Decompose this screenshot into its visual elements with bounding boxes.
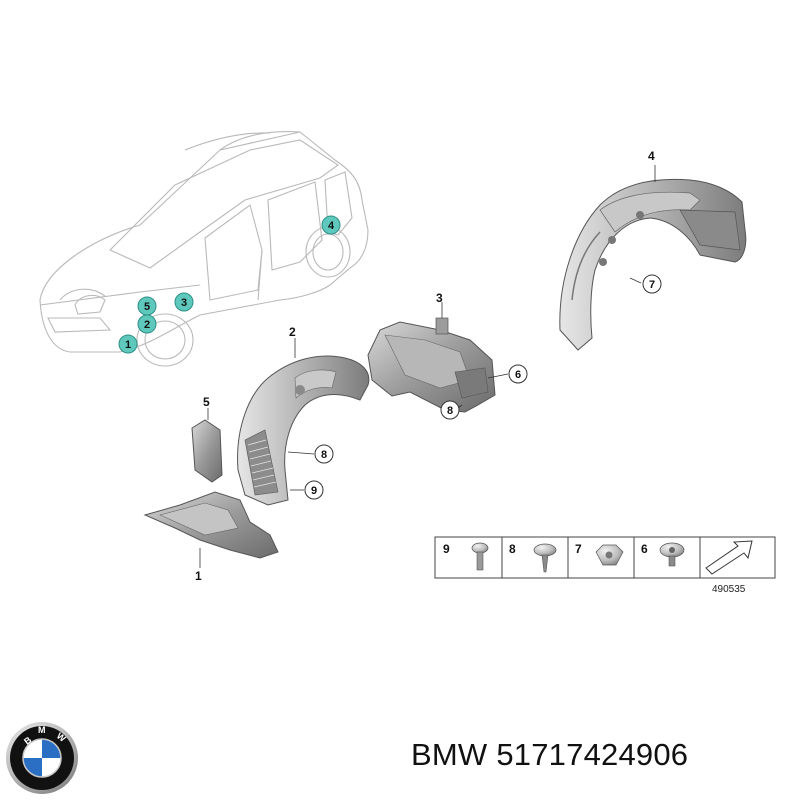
caption-part-number: 51717424906	[496, 737, 689, 772]
svg-text:M: M	[38, 725, 46, 735]
svg-text:6: 6	[641, 542, 648, 556]
callout-9[interactable]: 9	[304, 480, 324, 500]
legend-item-8-screw[interactable]: 8	[509, 542, 557, 573]
callout-8-lower[interactable]: 8	[314, 444, 334, 464]
arrow-icon	[705, 540, 753, 575]
svg-text:8: 8	[509, 542, 516, 556]
bmw-logo: B M W	[6, 722, 78, 794]
part-1-lower-panel[interactable]: 1	[143, 491, 279, 583]
svg-text:7: 7	[649, 279, 655, 291]
svg-text:7: 7	[575, 542, 582, 556]
part-2-front-wheel-arch-liner[interactable]: 2	[237, 325, 370, 506]
part-4-rear-wheel-arch-liner[interactable]: 4	[559, 149, 747, 351]
legend-item-7-nut[interactable]: 7	[575, 542, 624, 566]
svg-text:5: 5	[203, 395, 210, 409]
car-callout-2[interactable]: 2	[137, 314, 157, 334]
svg-text:3: 3	[181, 297, 187, 309]
part-5-cover[interactable]: 5	[191, 395, 223, 483]
svg-text:1: 1	[195, 569, 202, 583]
car-callout-5[interactable]: 5	[137, 296, 157, 316]
callout-7[interactable]: 7	[642, 274, 662, 294]
svg-text:4: 4	[648, 149, 655, 163]
svg-text:8: 8	[321, 449, 327, 461]
caption-brand: BMW	[411, 737, 488, 772]
svg-text:9: 9	[443, 542, 450, 556]
svg-text:2: 2	[289, 325, 296, 339]
svg-text:B: B	[22, 734, 34, 746]
svg-text:1: 1	[125, 339, 131, 351]
svg-text:4: 4	[328, 220, 335, 232]
svg-text:6: 6	[515, 369, 521, 381]
figure-code: 490535	[712, 584, 746, 595]
car-outline	[39, 131, 369, 367]
car-callout-4[interactable]: 4	[321, 215, 341, 235]
legend-item-6-clip[interactable]: 6	[641, 542, 685, 567]
legend-item-9-push-rivet[interactable]: 9	[443, 542, 489, 571]
fastener-legend: 9 8 7 6 490535	[434, 536, 776, 595]
car-callouts: 1 2 3 4 5	[118, 215, 341, 354]
callout-6[interactable]: 6	[508, 364, 528, 384]
svg-text:2: 2	[144, 319, 150, 331]
svg-text:3: 3	[436, 291, 443, 305]
part-3-bracket[interactable]: 3	[367, 291, 509, 413]
svg-text:9: 9	[311, 485, 317, 497]
car-callout-3[interactable]: 3	[174, 292, 194, 312]
callout-8-upper[interactable]: 8	[440, 400, 460, 420]
svg-text:8: 8	[447, 405, 453, 417]
car-callout-1[interactable]: 1	[118, 334, 138, 354]
svg-text:5: 5	[144, 301, 150, 313]
